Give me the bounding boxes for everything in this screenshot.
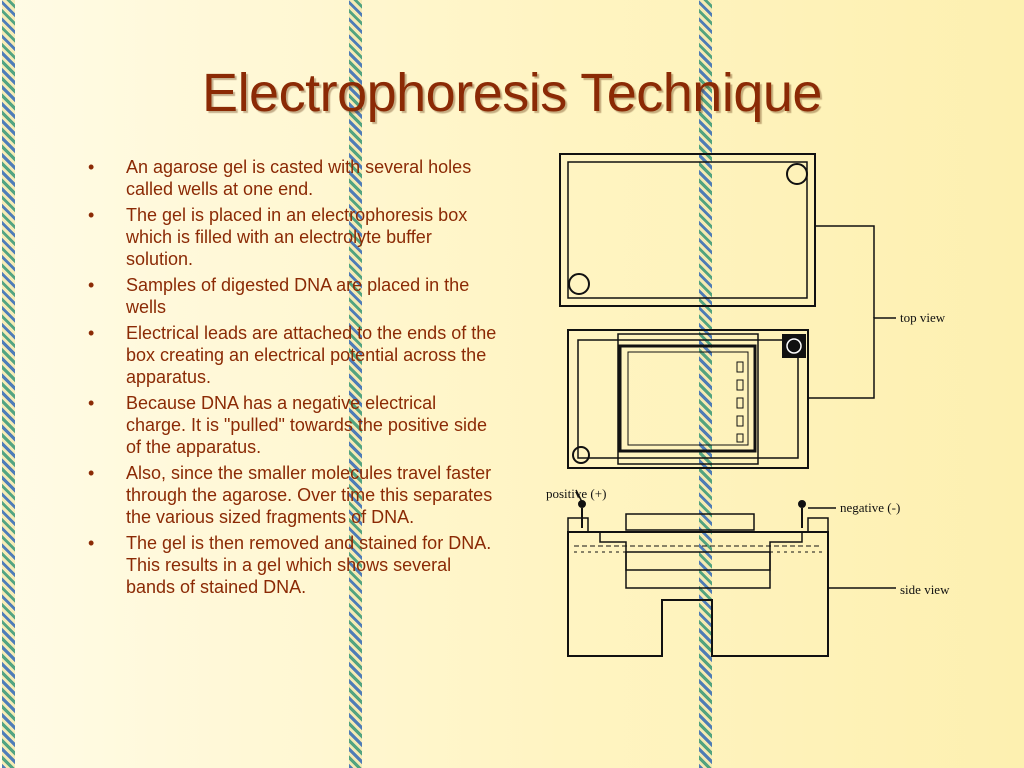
bullet-item: • Electrical leads are attached to the en… xyxy=(88,322,498,388)
bullet-item: • The gel is placed in an electrophoresis… xyxy=(88,204,498,270)
bullet-text: An agarose gel is casted with several ho… xyxy=(126,157,472,199)
negative-terminal-label: negative (-) xyxy=(840,500,900,515)
bullet-item: • Samples of digested DNA are placed in t… xyxy=(88,274,498,318)
bullet-item: • Because DNA has a negative electrical c… xyxy=(88,392,498,458)
bullet-item: • An agarose gel is casted with several h… xyxy=(88,156,498,200)
bullet-icon: • xyxy=(88,463,95,483)
electrophoresis-diagram: top view positive (+) negative (-) side … xyxy=(546,153,950,657)
bullet-item: • The gel is then removed and stained for… xyxy=(88,532,498,598)
bullet-icon: • xyxy=(88,157,95,177)
bullet-text: Also, since the smaller molecules travel… xyxy=(126,463,493,527)
bullet-list: • An agarose gel is casted with several h… xyxy=(88,156,498,602)
side-view-label: side view xyxy=(900,582,950,597)
bullet-text: Electrical leads are attached to the end… xyxy=(126,323,497,387)
dna-helix-stripe-right xyxy=(699,0,712,768)
box-top-view xyxy=(567,329,809,469)
dna-helix-stripe-middle xyxy=(349,0,362,768)
bullet-item: • Also, since the smaller molecules trave… xyxy=(88,462,498,528)
bullet-icon: • xyxy=(88,393,95,413)
bullet-text: The gel is then removed and stained for … xyxy=(126,533,492,597)
dna-helix-stripe-left xyxy=(2,0,15,768)
bullet-icon: • xyxy=(88,205,95,225)
bullet-text: Samples of digested DNA are placed in th… xyxy=(126,275,470,317)
positive-terminal-label: positive (+) xyxy=(546,486,606,501)
box-side-view xyxy=(567,500,829,657)
bullet-icon: • xyxy=(88,275,95,295)
bullet-text: Because DNA has a negative electrical ch… xyxy=(126,393,487,457)
bullet-icon: • xyxy=(88,533,95,553)
bullet-text: The gel is placed in an electrophoresis … xyxy=(126,205,468,269)
gel-tray-top-view xyxy=(559,153,816,307)
top-view-label: top view xyxy=(900,310,946,325)
slide-title: Electrophoresis Technique xyxy=(202,63,822,123)
bullet-icon: • xyxy=(88,323,95,343)
